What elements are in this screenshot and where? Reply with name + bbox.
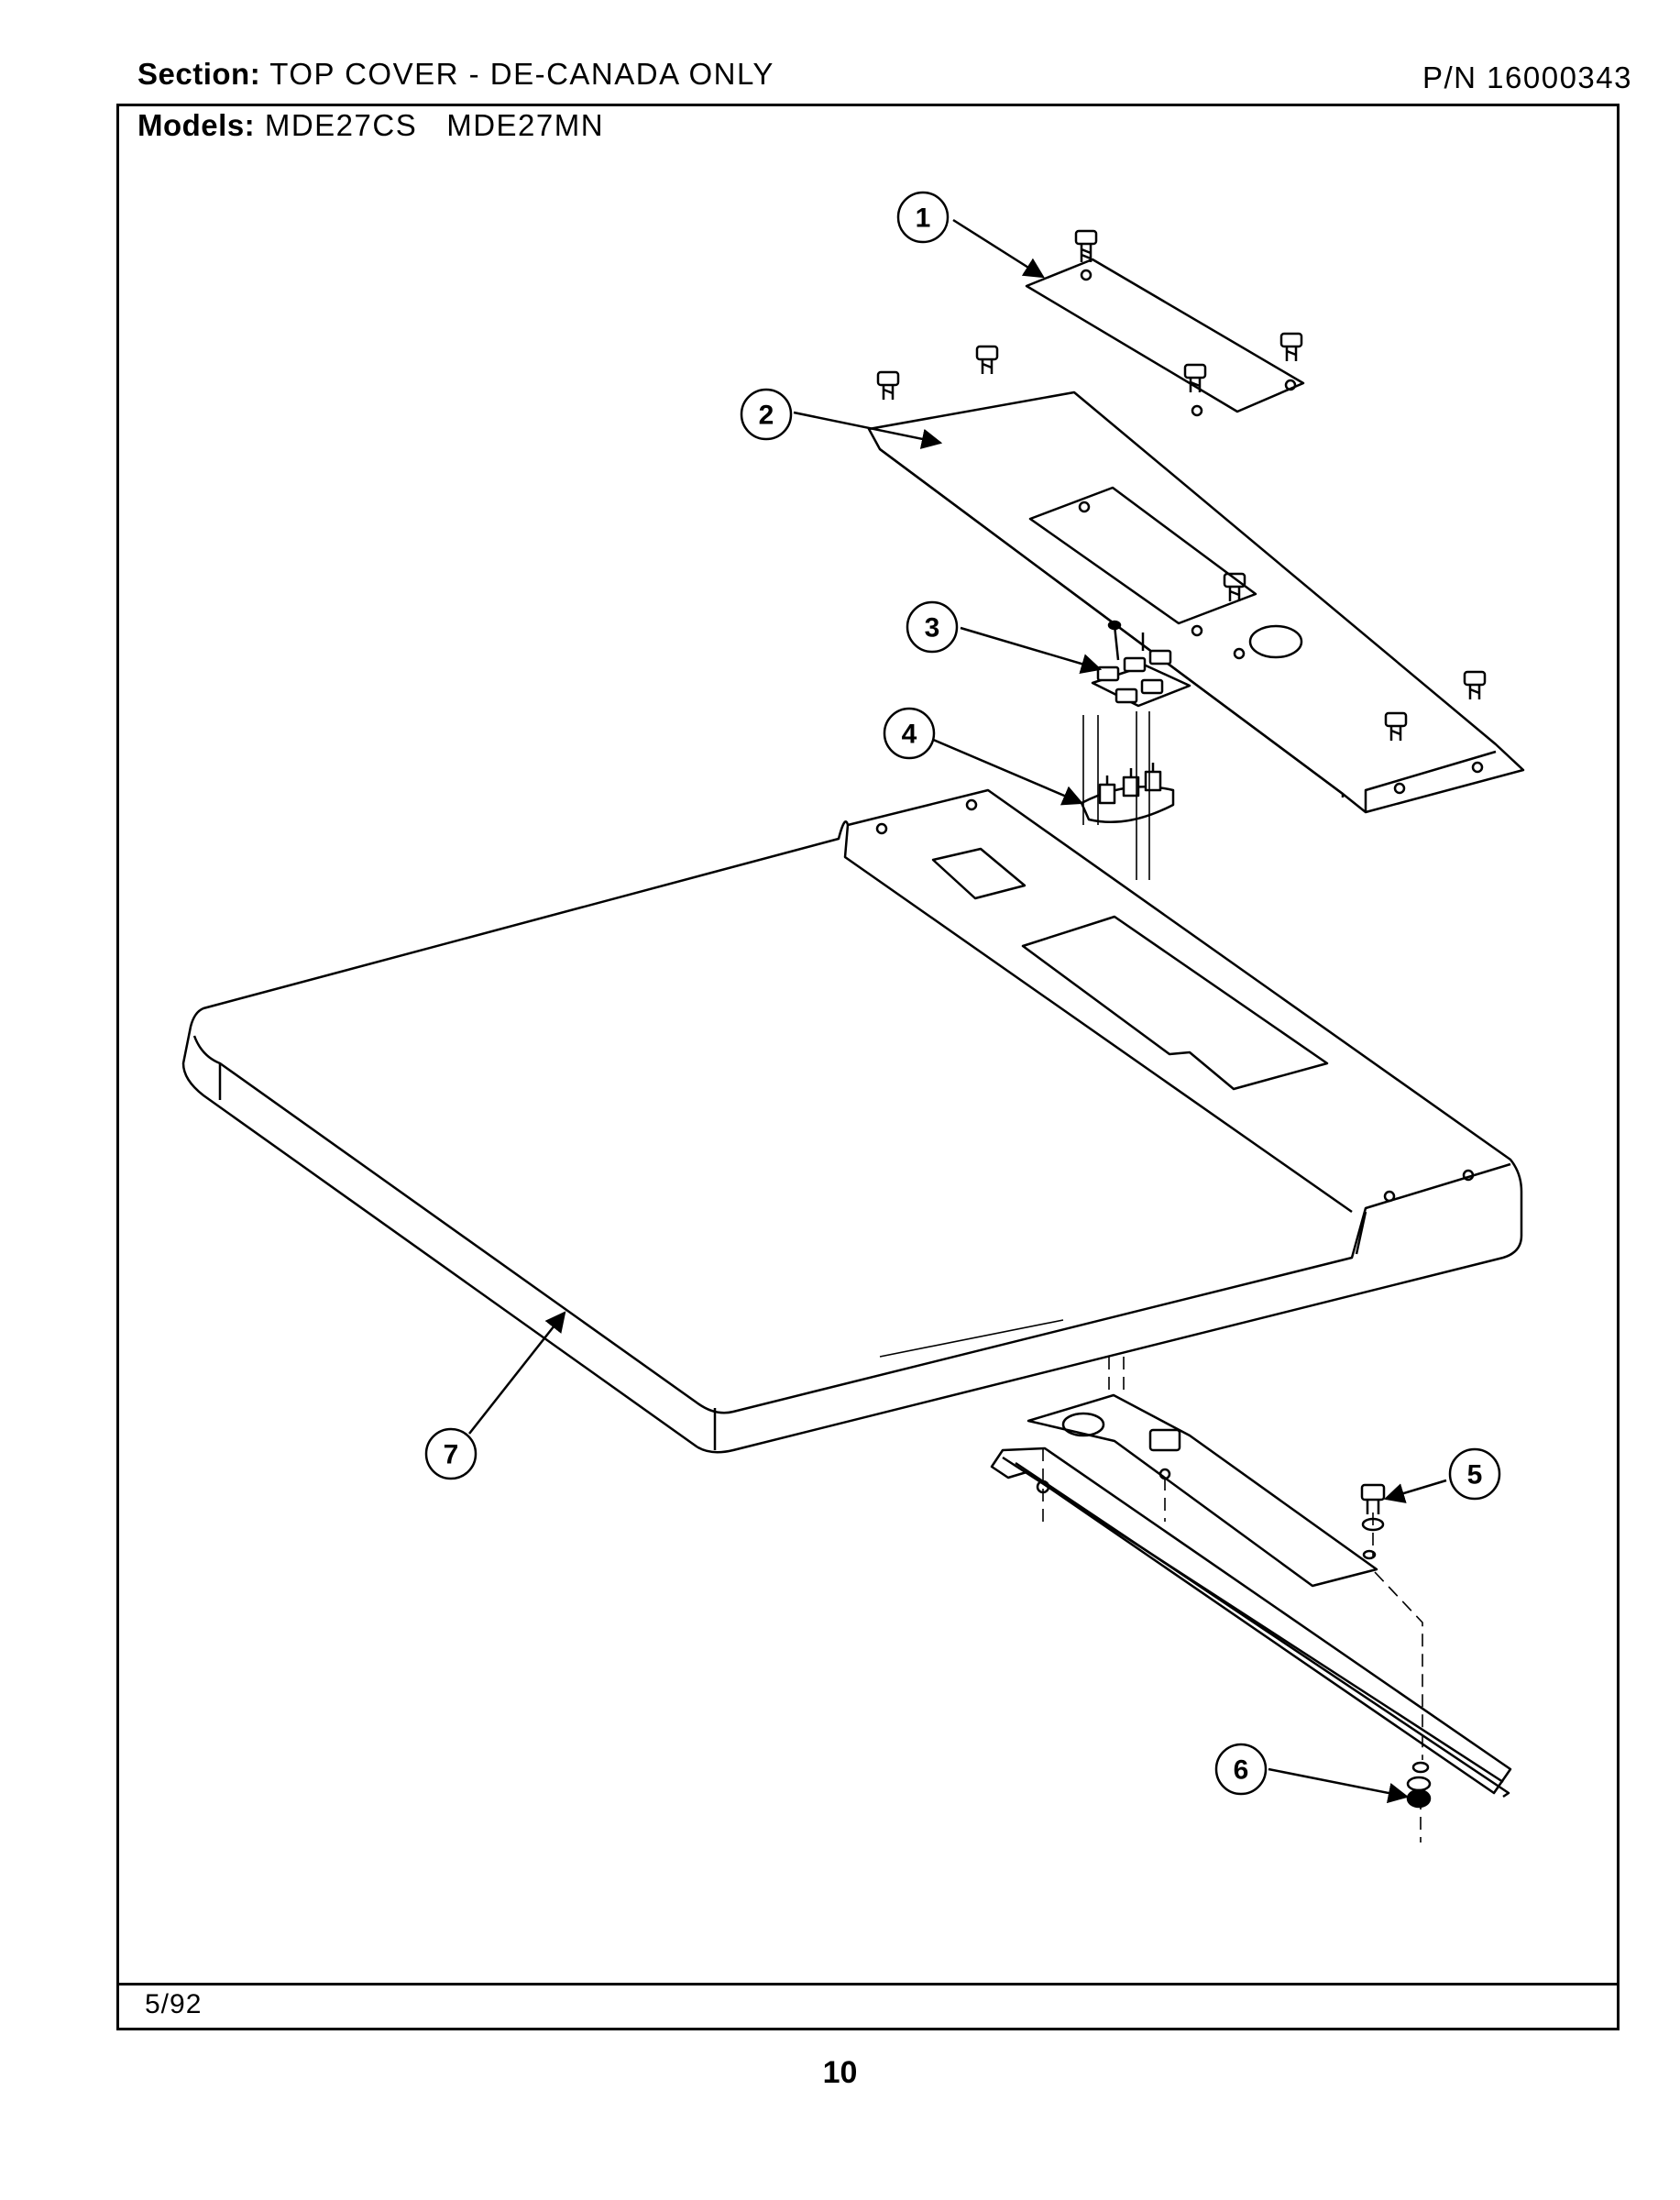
models-label: Models:: [137, 108, 256, 142]
section-label: Section:: [137, 57, 261, 91]
assembly-guide-lines: [1082, 711, 1150, 880]
part-2-control-top: [867, 390, 1525, 814]
callout-2: [740, 388, 793, 441]
callout-1: [896, 191, 950, 244]
callout-1-label: 1: [916, 204, 931, 234]
screw-icon: [1463, 670, 1487, 699]
callout-4: [883, 707, 936, 760]
screw-icon: [1384, 711, 1408, 741]
part-5-screw: [1360, 1483, 1386, 1532]
callout-3: [906, 600, 959, 654]
lower-bracket: [1027, 1393, 1378, 1588]
callout-3-leader: [960, 626, 1103, 675]
callout-2-leader: [793, 411, 943, 449]
part-3-terminal-block: [1091, 620, 1191, 708]
callout-4-leader: [930, 737, 1084, 806]
screw-icon: [975, 345, 999, 374]
screw-icon: [1183, 363, 1207, 392]
section-title: Section: TOP COVER - DE-CANADA ONLY: [137, 57, 774, 92]
callout-5: [1448, 1447, 1501, 1501]
callout-6-leader: [1268, 1767, 1410, 1804]
callout-6-label: 6: [1234, 1755, 1249, 1786]
callout-2-label: 2: [759, 401, 774, 431]
callout-7-leader: [468, 1311, 566, 1435]
footer-divider: [116, 1983, 1620, 1986]
models-line: Models: MDE27CS MDE27MN: [137, 108, 604, 143]
lower-rail: [990, 1446, 1512, 1798]
callout-4-label: 4: [902, 720, 917, 750]
part-7-top-cover: [181, 788, 1523, 1454]
callout-5-label: 5: [1467, 1460, 1483, 1490]
part-number: P/N 16000343: [1422, 60, 1632, 94]
callout-1-leader: [952, 218, 1045, 279]
diagram-frame: [116, 104, 1620, 2030]
callout-3-label: 3: [925, 613, 940, 644]
part-1-access-plate: [1025, 258, 1305, 417]
section-value: TOP COVER - DE-CANADA ONLY: [269, 57, 774, 91]
page-number: 10: [822, 2055, 858, 2090]
part-6-nut: [1406, 1776, 1432, 1809]
callout-7: [424, 1427, 478, 1480]
date-code: 5/92: [145, 1989, 203, 2019]
callout-5-leader: [1383, 1479, 1447, 1503]
screw-icon: [1074, 229, 1098, 262]
screw-icon: [1279, 332, 1303, 361]
callout-6: [1214, 1743, 1268, 1796]
screw-icon: [876, 370, 900, 400]
models-value: MDE27CS MDE27MN: [264, 108, 605, 142]
callout-7-label: 7: [444, 1440, 459, 1470]
part-4-terminal-base: [1080, 763, 1175, 824]
